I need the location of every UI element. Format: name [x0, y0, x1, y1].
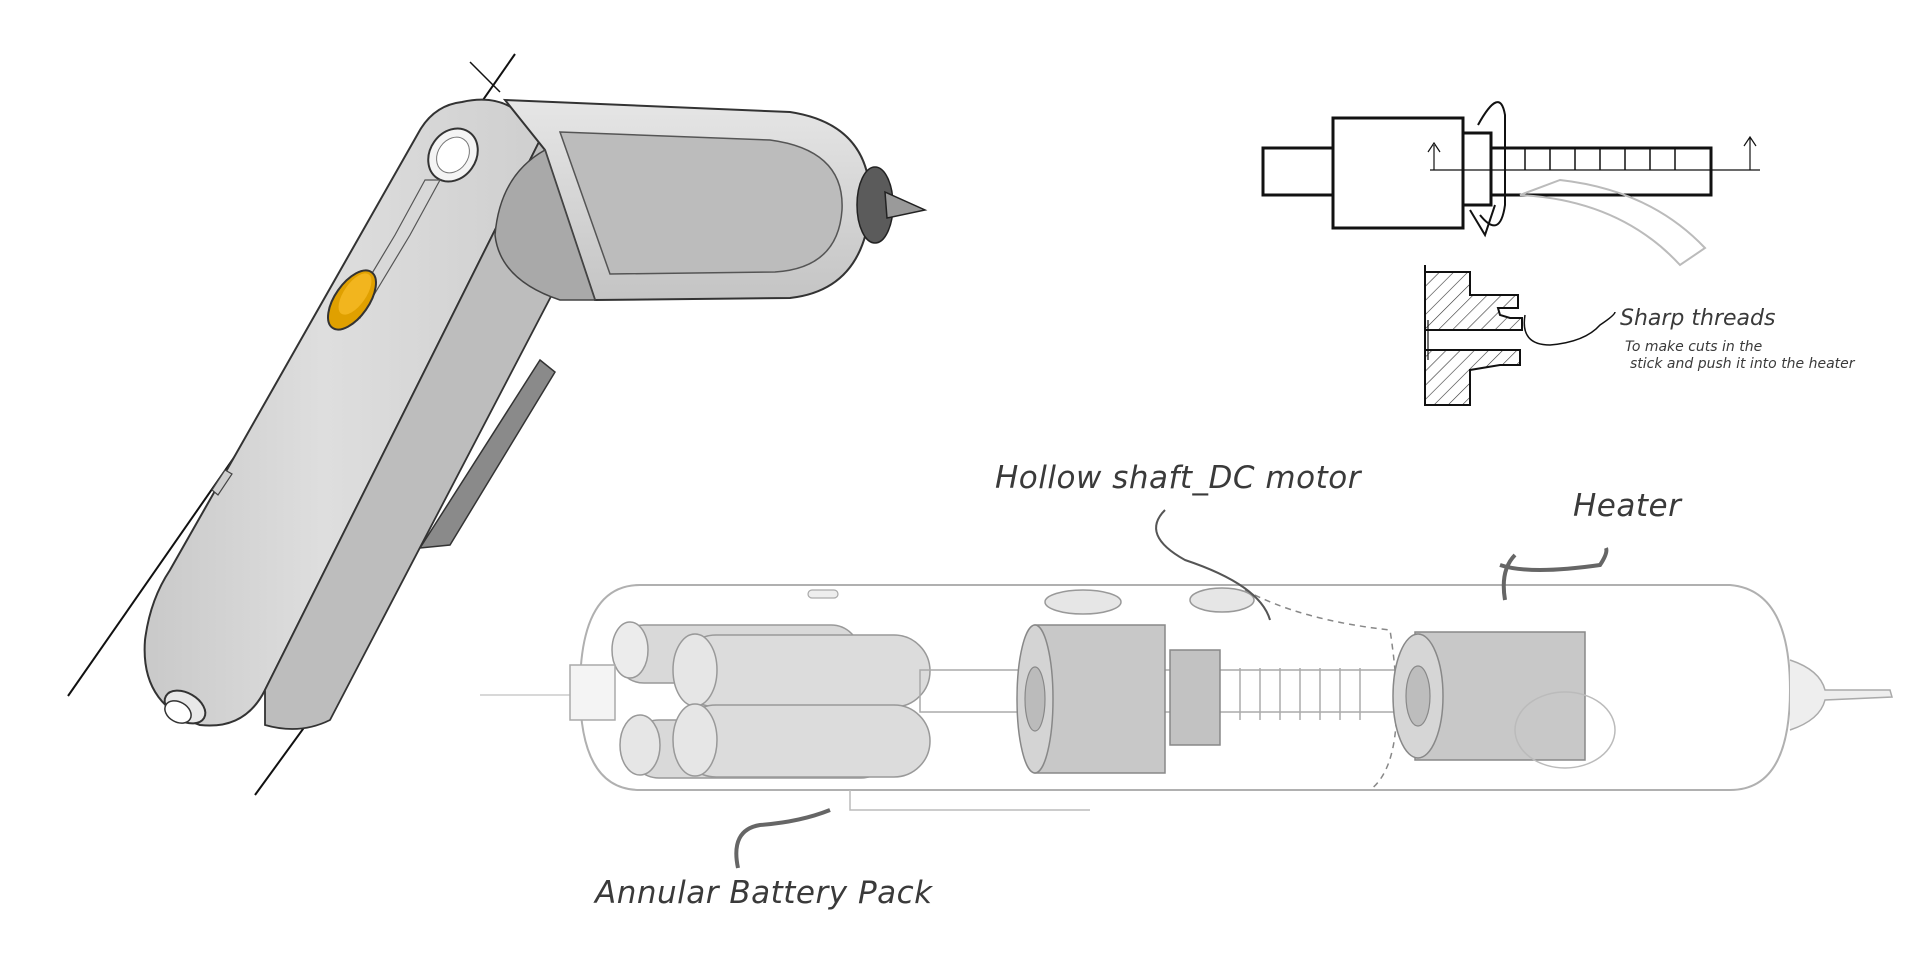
heater-unit	[1392, 631, 1586, 761]
indicator-slot	[807, 589, 839, 599]
motor-label: Hollow shaft_DC motor	[995, 460, 1363, 496]
rotation-arrow	[1477, 101, 1506, 227]
head-recess	[494, 148, 597, 301]
thread-ticks	[1524, 148, 1676, 170]
handle-side-face	[264, 138, 581, 730]
battery-label: Annular Battery Pack	[593, 875, 933, 911]
battery-end	[672, 633, 718, 707]
motor-leader	[1155, 509, 1271, 621]
top-button	[1189, 587, 1255, 613]
thread-coil	[1239, 668, 1361, 720]
thread-section	[1424, 265, 1523, 406]
dc-motor	[1016, 624, 1221, 774]
top-button	[1044, 589, 1122, 615]
sketch-line	[469, 61, 501, 93]
section-view	[480, 509, 1893, 869]
leader-line	[1523, 311, 1616, 346]
battery-end	[611, 621, 649, 679]
side-clip	[211, 469, 233, 496]
sharp-threads-note-2: stick and push it into the heater	[1630, 356, 1856, 372]
battery-end	[672, 703, 718, 777]
cut-sweep	[1519, 178, 1707, 267]
shaft-left-stub	[1261, 146, 1335, 197]
bottom-rail	[849, 790, 1090, 811]
battery-leader	[734, 808, 831, 869]
trigger-button	[327, 269, 377, 331]
sharp-threads-note-1: To make cuts in the	[1625, 339, 1762, 355]
heater-leader	[1499, 547, 1609, 601]
motor-block	[1331, 116, 1465, 230]
rear-stub	[569, 664, 616, 721]
nozzle-tip	[884, 190, 928, 219]
battery-pack	[611, 621, 931, 779]
nozzle-tip	[1789, 659, 1893, 731]
top-round-button-face	[436, 136, 470, 174]
bottom-cap-face	[164, 700, 192, 724]
divider	[1244, 589, 1398, 791]
shaft-diagram	[1261, 101, 1760, 406]
sharp-threads-label: Sharp threads	[1620, 306, 1775, 331]
up-arrow	[1743, 135, 1757, 170]
device-render	[67, 53, 928, 796]
battery-end	[619, 714, 661, 776]
up-arrow	[1427, 141, 1441, 170]
rear-plate	[418, 358, 556, 549]
head-top-panel	[558, 131, 843, 275]
rotation-arrow-head	[1469, 204, 1496, 238]
coupling	[1461, 131, 1493, 207]
outer-shell	[578, 584, 1792, 791]
heater-label: Heater	[1573, 488, 1683, 524]
lens-ring	[1514, 691, 1616, 769]
